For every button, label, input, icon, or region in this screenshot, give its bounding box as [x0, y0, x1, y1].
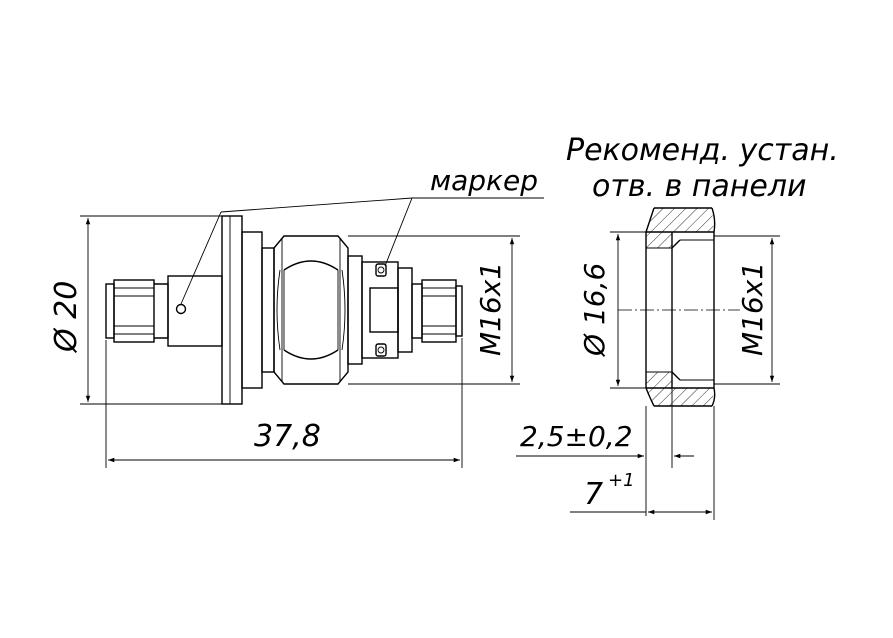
marker-label: маркер: [430, 164, 538, 197]
depth-label: 7: [584, 477, 603, 512]
length-label: 37,8: [254, 419, 321, 454]
dimension-length: [105, 338, 463, 468]
dimension-thread-left: [348, 235, 520, 385]
panel-hole-section: [516, 207, 780, 520]
right-connector: [411, 279, 463, 343]
dimension-diameter-20: [80, 215, 222, 405]
marker-leader: [220, 197, 544, 213]
left-connector: [105, 279, 169, 343]
depth-tolerance-label: +1: [608, 470, 635, 491]
recommendation-line-2: отв. в панели: [592, 169, 807, 204]
diameter-20-label: Ø 20: [49, 281, 84, 354]
recommendation-line-1: Рекоменд. устан.: [566, 133, 839, 168]
hex-nut: [273, 235, 349, 385]
marker-hole: [175, 303, 187, 315]
flange: [221, 215, 275, 405]
threaded-section: [347, 197, 413, 365]
thickness-label: 2,5±0,2: [520, 420, 633, 453]
thread-right-label: M16x1: [736, 262, 769, 356]
thread-left-label: M16x1: [474, 262, 507, 356]
adapter-side-view: [80, 197, 544, 468]
diameter-166-label: Ø 16,6: [578, 263, 611, 357]
adapter-body-left: [167, 211, 223, 347]
